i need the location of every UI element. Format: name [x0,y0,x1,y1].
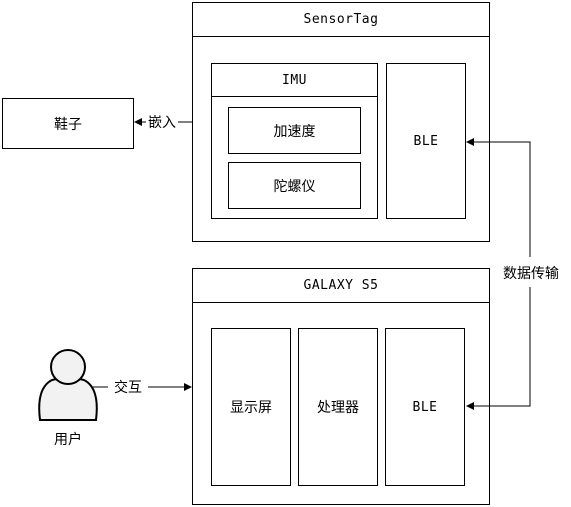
sensortag-title: SensorTag [303,12,379,27]
gyroscope-label: 陀螺仪 [273,178,316,195]
accelerometer-label: 加速度 [273,123,316,140]
shoe-box [2,98,134,149]
shoe-label: 鞋子 [54,116,82,133]
galaxy-title: GALAXY S5 [303,278,379,293]
interaction-label: 交互 [110,376,146,398]
processor-box [298,328,378,486]
data-transfer-label: 数据传输 [496,262,566,284]
galaxy-ble-box [385,328,465,486]
imu-header [211,63,378,97]
display-box [211,328,291,486]
embed-label: 嵌入 [146,111,178,133]
imu-title: IMU [282,72,307,88]
display-label: 显示屏 [230,400,272,416]
gyroscope-box [228,162,361,209]
galaxy-header [192,268,490,303]
sensortag-ble-box [386,63,466,219]
accelerometer-box [228,107,361,154]
data-transfer-line [466,138,531,257]
galaxy-ble-label: BLE [412,399,438,415]
processor-label: 处理器 [317,400,359,416]
user-icon [38,349,98,421]
sensortag-ble-label: BLE [413,133,439,149]
data-transfer-line-lower [466,287,531,410]
user-label: 用户 [54,432,82,448]
sensortag-header [192,2,490,37]
